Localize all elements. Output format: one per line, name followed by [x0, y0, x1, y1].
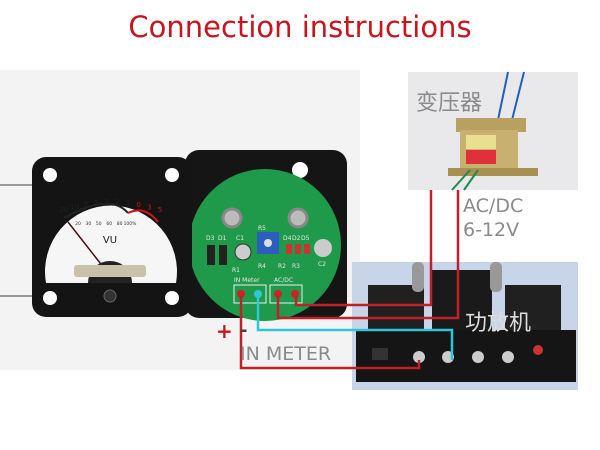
pcb-label: R3: [292, 263, 300, 270]
wire-signal-plus: [239, 296, 421, 370]
meter-scale-label: 7: [83, 201, 87, 209]
transformer-label: 变压器: [416, 91, 482, 116]
wires: [239, 190, 460, 370]
meter-unit: VU: [103, 235, 117, 246]
pcb-power-label: AC/DC: [274, 277, 293, 284]
pcb-label: R4: [258, 263, 266, 270]
in-meter-label: IN METER: [240, 343, 331, 365]
pcb-label: C1: [236, 235, 244, 242]
amplifier-label: 功放机: [465, 311, 531, 336]
pcb-label: D5: [301, 235, 310, 242]
meter-percent-label: 60: [106, 221, 112, 227]
terminal-power-1: [274, 290, 282, 298]
terminal-in-plus: [237, 290, 245, 298]
pcb-label: R2: [278, 263, 286, 270]
pcb-in-label: IN Meter: [234, 277, 260, 284]
meter-scale-label: 2: [115, 198, 119, 206]
meter-scale-label: 20: [60, 206, 69, 214]
plus-label: +: [216, 319, 233, 343]
pcb-label: D3: [206, 235, 215, 242]
meter-percent-label: 30: [86, 221, 92, 227]
meter-scale-label: 3: [104, 198, 108, 206]
pcb-label: R5: [258, 225, 266, 232]
meter-scale-label: 3: [147, 203, 151, 211]
wire-power-2: [276, 190, 460, 320]
meter-needle: [67, 221, 105, 269]
pcb-label: R1: [232, 267, 240, 274]
pcb-label: D1: [218, 235, 227, 242]
meter-percent-label: 100%: [124, 221, 138, 227]
terminal-in-minus: [254, 290, 262, 298]
meter-percent-label: 50: [96, 221, 102, 227]
meter-scale-label: 10: [70, 203, 79, 211]
minus-label: -: [240, 320, 247, 341]
wire-signal-minus: [256, 296, 454, 360]
meter-percent-label: 80: [117, 221, 123, 227]
meter-percent-label: 20: [75, 221, 81, 227]
pcb-label: C2: [318, 261, 326, 268]
meter-scale-label: 5: [158, 206, 162, 214]
pcb-label: D4: [283, 235, 292, 242]
amplifier-photo: 功放机: [352, 262, 578, 390]
meter-back-pcb: D3 D1 C1 R5 D4 D2 D5 C2 R1 R4 R2 R3 IN M…: [185, 150, 347, 321]
meter-scale-label: 1: [126, 199, 130, 207]
pcb-label: D2: [292, 235, 301, 242]
voltage-label: 6-12V: [463, 219, 519, 241]
title: Connection instructions: [128, 10, 472, 44]
meter-face: [45, 205, 178, 283]
wire-power-1: [294, 190, 433, 307]
transformer-photo: 变压器: [408, 71, 578, 191]
meter-scale-label: 5: [94, 199, 98, 207]
acdc-label: AC/DC: [463, 195, 523, 217]
meter-scale-label: 0: [136, 201, 140, 209]
